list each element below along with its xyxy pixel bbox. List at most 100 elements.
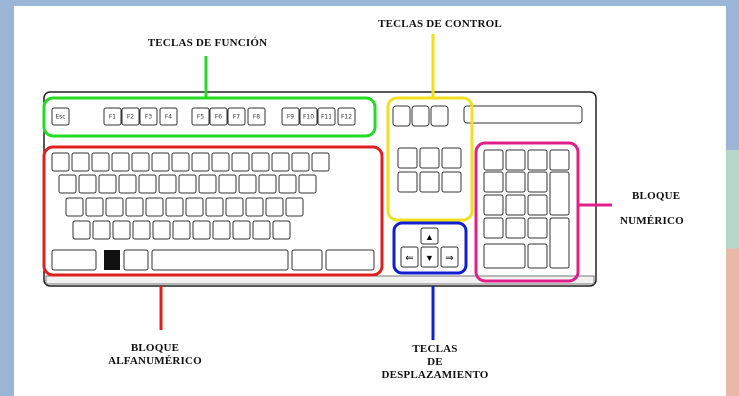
arrow-down-glyph: ▼: [425, 253, 434, 263]
function-key-f8: [247, 107, 266, 126]
alphanumeric-block-label-line2: ALFANUMÉRICO: [108, 355, 202, 367]
numeric-group-box: [474, 141, 580, 283]
control-key-right: [325, 249, 375, 271]
editing-key: [397, 147, 418, 169]
alnum-key: [112, 220, 131, 240]
function-key-f4: [159, 107, 178, 126]
alnum-key: [191, 152, 210, 172]
control-keys-group-box: [386, 96, 474, 222]
numeric-block-label: BLOQUE NUMÉRICO: [620, 190, 710, 228]
alnum-key: [205, 197, 224, 217]
alnum-key: [132, 220, 151, 240]
numpad-key: [505, 171, 526, 193]
numeric-keys: [483, 149, 570, 269]
alnum-key: [178, 174, 197, 194]
alnum-key: [272, 220, 291, 240]
control-key-left: [51, 249, 97, 271]
numpad-key: [527, 217, 548, 239]
numpad-key: [483, 194, 504, 216]
alnum-key: [131, 152, 150, 172]
indicator-panel: [463, 105, 583, 124]
spacebar: [151, 249, 289, 271]
alnum-key: [91, 152, 110, 172]
numpad-plus-key: [549, 171, 570, 216]
alnum-key: [238, 174, 257, 194]
function-key-f5: [191, 107, 210, 126]
key-label: F10: [303, 114, 314, 121]
function-keys-group-box: [42, 96, 377, 138]
alnum-key: [58, 174, 77, 194]
alnum-key: [198, 174, 217, 194]
alnum-key: [171, 152, 190, 172]
control-keys-label: TECLAS DE CONTROL: [378, 18, 502, 30]
editing-key: [419, 147, 440, 169]
function-key-f12: [337, 107, 356, 126]
function-key-f1: [103, 107, 122, 126]
function-key-f9: [281, 107, 300, 126]
editing-key: [441, 147, 462, 169]
function-key-f2: [121, 107, 140, 126]
background-strip-right: [726, 150, 739, 396]
alnum-key: [172, 220, 191, 240]
alnum-key: [65, 197, 84, 217]
key-label: F11: [321, 114, 332, 121]
alnum-key: [265, 197, 284, 217]
key-label: F9: [287, 114, 294, 121]
alphanumeric-block-label: BLOQUE ALFANUMÉRICO: [90, 342, 220, 368]
alnum-key: [311, 152, 330, 172]
alnum-key: [211, 152, 230, 172]
alnum-key: [285, 197, 304, 217]
function-key-f10: [299, 107, 318, 126]
alnum-key: [71, 152, 90, 172]
alnum-key: [192, 220, 211, 240]
control-key: [430, 105, 449, 127]
alnum-key: [165, 197, 184, 217]
arrow-right-glyph: ⇒: [445, 253, 453, 264]
arrow-left-key: [400, 246, 419, 268]
function-key-f6: [209, 107, 228, 126]
arrow-down-key: [420, 246, 439, 268]
editing-key: [419, 171, 440, 193]
scroll-keys-label-line2: DE: [427, 356, 443, 368]
function-key-f11: [317, 107, 336, 126]
numeric-block-label-line2: NUMÉRICO: [620, 215, 684, 227]
alnum-key: [231, 152, 250, 172]
alnum-key: [271, 152, 290, 172]
function-key-f7: [227, 107, 246, 126]
key-label: F2: [127, 114, 134, 121]
key-label: F6: [215, 114, 222, 121]
numpad-key: [527, 194, 548, 216]
alnum-key: [185, 197, 204, 217]
editing-keys: [397, 147, 462, 193]
key-label: F4: [165, 114, 172, 121]
alnum-key: [92, 220, 111, 240]
alnum-key: [258, 174, 277, 194]
numpad-key: [505, 194, 526, 216]
alnum-key: [151, 152, 170, 172]
key-label: F12: [341, 114, 352, 121]
arrow-left-glyph: ⇐: [405, 253, 413, 264]
arrow-up-glyph: ▲: [425, 232, 434, 242]
key-label: Esc: [55, 114, 65, 121]
alnum-key: [145, 197, 164, 217]
key-label: F7: [233, 114, 240, 121]
alnum-key: [152, 220, 171, 240]
scroll-keys-group-box: [392, 221, 468, 275]
alnum-key: [98, 174, 117, 194]
alnum-key: [158, 174, 177, 194]
background-strip-left: [0, 0, 14, 396]
numpad-key: [483, 217, 504, 239]
alphanumeric-group-box: [42, 145, 384, 277]
key-label: F5: [197, 114, 204, 121]
key-label: F8: [253, 114, 260, 121]
alnum-key: [245, 197, 264, 217]
numpad-key: [527, 149, 548, 171]
key-label: F1: [109, 114, 116, 121]
alnum-key: [298, 174, 317, 194]
alnum-key: [232, 220, 251, 240]
alnum-key: [251, 152, 270, 172]
alnum-key: [51, 152, 70, 172]
numpad-zero-key: [483, 243, 526, 269]
